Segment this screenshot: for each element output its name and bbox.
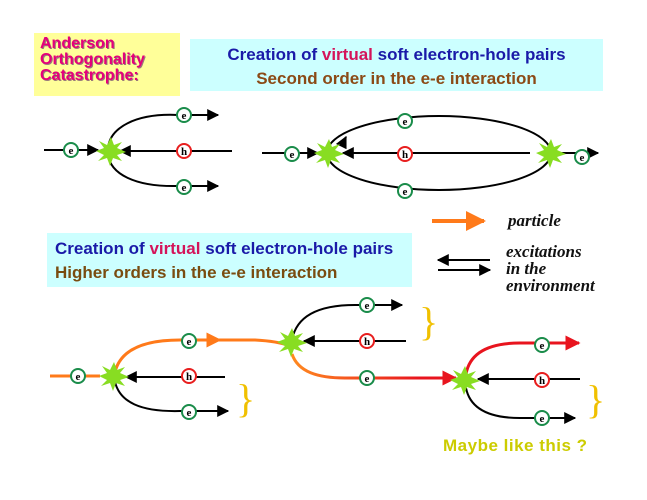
heading-prefix: Creation of xyxy=(55,239,145,258)
second-order-subtitle: Second order in the e-e interaction xyxy=(256,69,537,88)
electron-icon xyxy=(181,404,197,420)
electron-icon xyxy=(176,179,192,195)
title-line-1: Anderson xyxy=(40,35,115,52)
second-order-heading: Creation of virtual soft electron-hole p… xyxy=(198,43,595,67)
electron-icon xyxy=(359,370,375,386)
interaction-burst-left xyxy=(314,139,344,168)
legend-excitations-line-2: in the xyxy=(506,259,547,278)
electron-label: e xyxy=(182,110,187,122)
upper-electron-line xyxy=(107,109,220,149)
electron-icon xyxy=(397,113,413,129)
hole-label: h xyxy=(186,371,192,383)
higher-order-box: Creation of virtual soft electron-hole p… xyxy=(47,233,412,287)
electron-icon xyxy=(63,142,79,158)
heading-suffix: soft electron-hole pairs xyxy=(377,45,566,64)
hole-icon xyxy=(176,143,192,159)
electron-label: e xyxy=(76,371,81,383)
upper-particle-line-3 xyxy=(464,335,581,375)
hole-label: h xyxy=(364,336,370,348)
brace-2: } xyxy=(419,299,438,344)
electron-label: e xyxy=(365,373,370,385)
electron-label: e xyxy=(182,182,187,194)
electron-label: e xyxy=(540,340,545,352)
brace-3: } xyxy=(586,377,605,422)
upper-particle-line xyxy=(113,332,222,373)
electron-icon xyxy=(397,183,413,199)
particle-labels: e e h e e e h e e e e h e xyxy=(63,107,590,426)
electron-label: e xyxy=(403,116,408,128)
heading-suffix: soft electron-hole pairs xyxy=(205,239,394,258)
interaction-burst-1 xyxy=(99,362,129,391)
lower-electron-line xyxy=(114,381,230,417)
legend-excitations-line-3: environment xyxy=(506,276,595,295)
higher-order-heading: Creation of virtual soft electron-hole p… xyxy=(55,237,404,261)
legend-particle-label: particle xyxy=(508,211,561,230)
electron-label: e xyxy=(187,407,192,419)
hole-icon xyxy=(181,368,197,384)
electron-icon xyxy=(181,333,197,349)
lower-electron-line xyxy=(107,153,220,192)
electron-label: e xyxy=(187,336,192,348)
electron-label: e xyxy=(580,152,585,164)
legend-excitations-line-1: excitations xyxy=(506,242,582,261)
interaction-burst xyxy=(96,137,126,166)
legend-excitations-label: excitations in the environment xyxy=(506,243,595,294)
title-line-3: Catastrophe: xyxy=(40,67,139,84)
heading-virtual: virtual xyxy=(321,45,373,64)
hole-label: h xyxy=(402,149,408,161)
electron-icon xyxy=(70,368,86,384)
electron-label: e xyxy=(290,149,295,161)
heading-virtual: virtual xyxy=(149,239,201,258)
interaction-burst-right xyxy=(536,139,566,168)
electron-icon xyxy=(176,107,192,123)
interaction-burst-3 xyxy=(450,366,480,395)
upper-electron-line-2 xyxy=(291,299,404,341)
electron-label: e xyxy=(365,300,370,312)
electron-icon xyxy=(359,297,375,313)
electron-label: e xyxy=(403,186,408,198)
legend-arrows xyxy=(432,211,492,276)
electron-icon xyxy=(574,149,590,165)
caption-maybe: Maybe like this ? xyxy=(443,436,588,455)
hole-icon xyxy=(534,372,550,388)
hole-icon xyxy=(359,333,375,349)
electron-icon xyxy=(534,337,550,353)
diagram-cascade: } } } xyxy=(50,299,605,424)
higher-order-subtitle: Higher orders in the e-e interaction xyxy=(55,263,338,282)
electron-label: e xyxy=(69,145,74,157)
electron-icon xyxy=(534,410,550,426)
second-order-box: Creation of virtual soft electron-hole p… xyxy=(190,39,603,91)
hole-label: h xyxy=(539,375,545,387)
hole-icon xyxy=(397,146,413,162)
lower-electron-line-3 xyxy=(465,387,577,424)
interaction-burst-2 xyxy=(277,328,307,357)
lower-particle-line-2 xyxy=(290,353,420,380)
hole-label: h xyxy=(181,146,187,158)
heading-prefix: Creation of xyxy=(227,45,318,64)
title-line-2: Orthogonality xyxy=(40,51,145,68)
slide-title: Anderson Orthogonality Catastrophe: xyxy=(34,33,180,96)
brace-1: } xyxy=(236,376,255,421)
diagram-second-order xyxy=(262,115,600,191)
electron-icon xyxy=(284,146,300,162)
electron-label: e xyxy=(540,413,545,425)
